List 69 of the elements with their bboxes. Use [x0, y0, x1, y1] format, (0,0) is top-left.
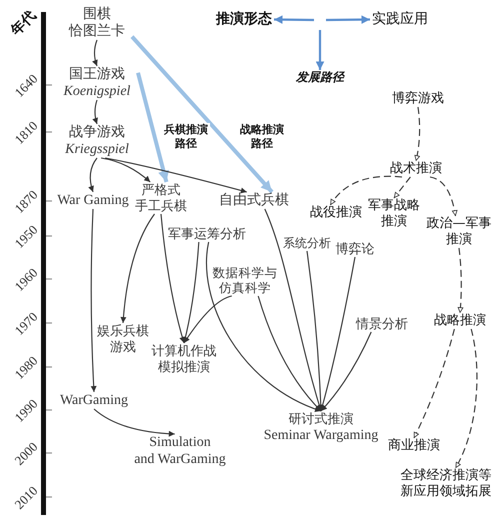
english-term: Simulation and WarGaming: [128, 434, 232, 468]
arrow: [92, 40, 98, 66]
concept-label: 严格式手工兵棋: [134, 182, 188, 214]
year-label: 1810: [12, 118, 40, 146]
thick-arrow: [130, 35, 274, 194]
arrow: [120, 214, 155, 324]
arrow: [90, 208, 97, 392]
dashed-arrow: [394, 176, 411, 198]
application-label: 战役推演: [308, 205, 364, 221]
arrow: [316, 30, 324, 70]
year-label: 1870: [12, 186, 40, 216]
concept-label: 国王游戏: [68, 66, 126, 83]
arrow: [258, 296, 322, 412]
dashed-arrow: [455, 328, 478, 468]
arrow: [105, 157, 247, 194]
english-term: Seminar Wargaming: [262, 427, 380, 444]
concept-label: 博弈论: [334, 241, 376, 257]
application-label: 商业推演: [386, 438, 442, 454]
year-label: 1640: [12, 70, 40, 100]
english-term: Kriegsspiel: [64, 141, 130, 158]
concept-label: 围棋: [82, 6, 112, 23]
year-label: 1990: [12, 396, 40, 424]
concept-label: 计算机作战模拟推演: [150, 343, 218, 375]
arrow: [206, 242, 322, 412]
concept-label: 恰图兰卡: [68, 23, 126, 40]
dashed-arrow: [414, 106, 420, 162]
concept-label: 数据科学与仿真科学: [212, 266, 278, 296]
arrow: [184, 295, 232, 344]
english-term: Koenigspiel: [62, 83, 132, 100]
concept-label: 情景分析: [355, 316, 409, 332]
application-label: 战术推演: [388, 161, 444, 177]
english-term: War Gaming: [54, 192, 132, 209]
axis-title: 年代: [8, 8, 40, 38]
key-label: 发展路径: [290, 70, 350, 85]
year-label: 1950: [12, 222, 40, 250]
edge-label: 战略推演路径: [238, 123, 286, 151]
english-term: WarGaming: [56, 392, 132, 409]
arrow: [94, 408, 175, 437]
arrow: [320, 256, 356, 412]
dashed-arrow: [430, 176, 458, 216]
key-label: 推演形态: [214, 11, 274, 28]
year-label: 1970: [12, 308, 40, 338]
application-label: 博弈游戏: [390, 91, 446, 107]
arrow: [92, 100, 98, 124]
concept-label: 军事运筹分析: [166, 226, 248, 242]
concept-label: 自由式兵棋: [218, 192, 290, 209]
concept-label: 娱乐兵棋游戏: [96, 323, 150, 355]
dashed-arrow: [330, 176, 402, 206]
arrow: [101, 157, 151, 182]
concept-label: 系统分析: [282, 236, 332, 251]
thick-arrow: [136, 72, 169, 182]
dashed-arrow: [458, 248, 464, 314]
application-label: 全球经济推演等新应用领域拓展: [398, 468, 494, 500]
arrow: [88, 158, 98, 192]
application-label: 战略推演: [432, 313, 488, 329]
arrow: [274, 15, 314, 24]
concept-label: 战争游戏: [68, 124, 126, 141]
arrow: [160, 214, 186, 344]
application-label: 政治—军事推演: [424, 216, 494, 248]
arrow: [326, 15, 370, 24]
arrow: [320, 332, 372, 412]
concept-label: 研讨式推演: [288, 411, 354, 427]
application-label: 军事战略推演: [366, 198, 422, 230]
year-label: 1980: [12, 352, 40, 382]
dashed-arrow: [414, 328, 455, 438]
application-label: 实践应用: [370, 11, 430, 28]
edge-label: 兵棋推演路径: [162, 123, 210, 151]
arrow: [182, 242, 200, 344]
year-label: 1960: [12, 264, 40, 294]
